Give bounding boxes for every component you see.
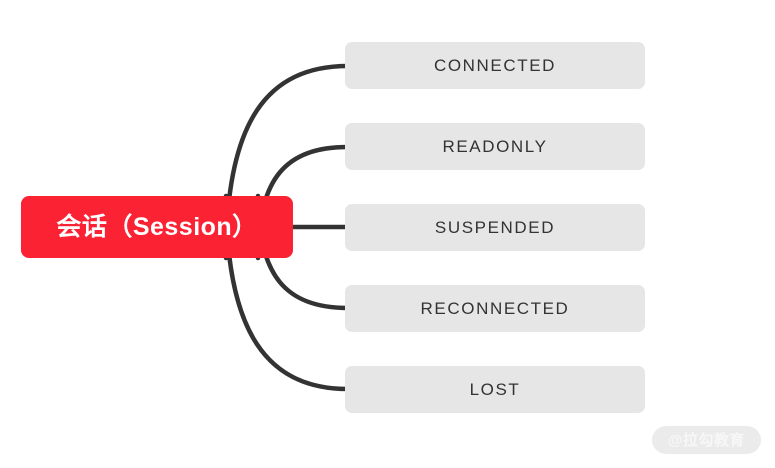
branch-node-readonly[interactable]: READONLY: [345, 123, 645, 170]
branch-node-label: CONNECTED: [433, 56, 557, 75]
branch-node-label: SUSPENDED: [434, 218, 556, 237]
branch-node-reconnected[interactable]: RECONNECTED: [345, 285, 645, 332]
watermark-badge: @拉勾教育: [651, 426, 761, 454]
branch-node-connected[interactable]: CONNECTED: [345, 42, 645, 89]
root-node-label: 会话（Session）: [56, 212, 258, 241]
branch-node-lost[interactable]: LOST: [345, 366, 645, 413]
root-node-session[interactable]: 会话（Session）: [21, 196, 293, 258]
branch-node-label: LOST: [469, 380, 521, 399]
branch-node-suspended[interactable]: SUSPENDED: [345, 204, 645, 251]
branch-node-label: RECONNECTED: [420, 299, 570, 318]
branch-node-label: READONLY: [442, 137, 548, 156]
watermark-label: @拉勾教育: [667, 431, 745, 449]
